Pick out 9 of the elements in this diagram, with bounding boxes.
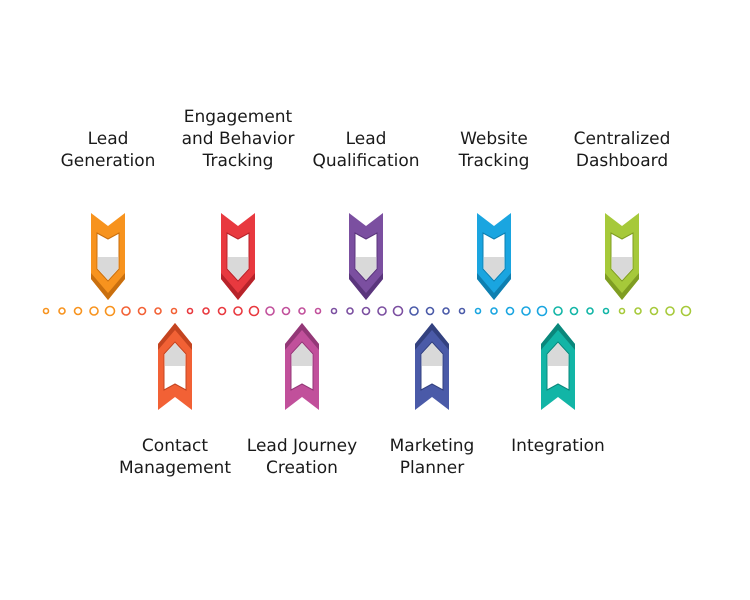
step-label: Website Tracking <box>458 128 530 172</box>
step-label: Integration <box>510 435 606 457</box>
step-label: Engagement and Behavior Tracking <box>180 106 296 172</box>
step-label: Lead Generation <box>60 128 156 172</box>
step-label: Centralized Dashboard <box>572 128 672 172</box>
step-label: Lead Journey Creation <box>246 435 358 479</box>
step-label: Contact Management <box>118 435 232 479</box>
step-label: Marketing Planner <box>388 435 476 479</box>
step-label: Lead Qualification <box>311 128 421 172</box>
